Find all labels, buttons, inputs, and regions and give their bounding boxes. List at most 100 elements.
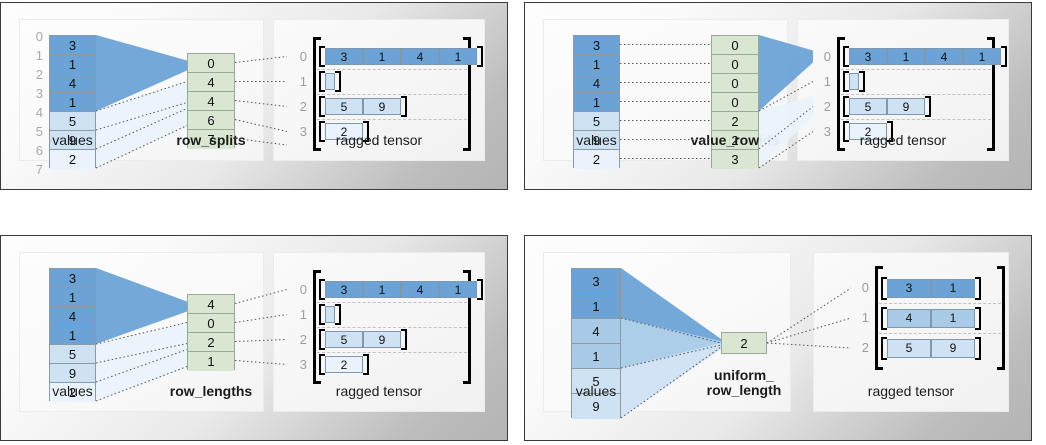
tensor-cell: 5 bbox=[849, 98, 887, 115]
value-index-label: 1 bbox=[35, 48, 43, 63]
tensor-row-separator bbox=[841, 69, 991, 70]
tensor-bracket-right bbox=[463, 270, 471, 384]
tensor-cell: 2 bbox=[325, 356, 363, 373]
right-card-value_rowids bbox=[797, 19, 1009, 161]
tensor-empty-cell bbox=[849, 73, 859, 90]
tensor-row-separator bbox=[317, 94, 467, 95]
tensor-bracket-right bbox=[463, 37, 471, 151]
tensor-row-label: 0 bbox=[861, 280, 869, 295]
tensor-cell: 9 bbox=[931, 338, 975, 358]
tensor-cell: 1 bbox=[931, 308, 975, 328]
tensor-cell: 1 bbox=[931, 278, 975, 298]
tensor-cell: 1 bbox=[363, 48, 401, 65]
tensor-cell: 1 bbox=[363, 281, 401, 298]
partition-cell: 0 bbox=[712, 93, 758, 112]
partition-cell: 0 bbox=[712, 55, 758, 74]
tensor-row-label: 3 bbox=[299, 356, 307, 372]
values-caption-value_rowids: values bbox=[576, 132, 617, 148]
tensor-row: 2 bbox=[843, 121, 893, 142]
tensor-row-bracket-left bbox=[843, 96, 849, 117]
tensor-cell: 2 bbox=[325, 123, 363, 140]
right-card-row_splits bbox=[273, 19, 485, 161]
partition-cell: 6 bbox=[188, 111, 234, 130]
tensor-row-separator bbox=[879, 333, 1001, 334]
tensor-row-separator bbox=[317, 327, 467, 328]
value-index-label: 0 bbox=[35, 29, 43, 44]
tensor-row-bracket-right bbox=[363, 354, 369, 375]
tensor-row: 2 bbox=[319, 354, 369, 375]
tensor-row-bracket-right bbox=[335, 71, 341, 92]
tensor-row-bracket-right bbox=[477, 279, 483, 300]
tensor-empty-cell bbox=[325, 306, 335, 323]
value-cell: 1 bbox=[50, 288, 95, 307]
tensor-row-label: 1 bbox=[299, 306, 307, 322]
tensor-row-separator bbox=[317, 119, 467, 120]
tensor-row-label: 2 bbox=[823, 98, 831, 114]
tensor-row-bracket-left bbox=[319, 71, 325, 92]
tensor-row-bracket-left bbox=[843, 121, 849, 142]
tensor-cell: 9 bbox=[887, 98, 925, 115]
tensor-row-bracket-left bbox=[319, 279, 325, 300]
tensor-cell: 5 bbox=[887, 338, 931, 358]
tensor-row-separator bbox=[317, 69, 467, 70]
tensor-row-bracket-left bbox=[319, 354, 325, 375]
tensor-cell: 1 bbox=[439, 48, 477, 65]
partition-cell: 4 bbox=[188, 295, 234, 314]
tensor-row-bracket-left bbox=[319, 96, 325, 117]
tensor-row-separator bbox=[317, 302, 467, 303]
partition-cell: 2 bbox=[712, 131, 758, 150]
tensor-row-label: 2 bbox=[861, 340, 869, 355]
tensor-caption-value_rowids: ragged tensor bbox=[859, 132, 947, 148]
value-cell: 5 bbox=[50, 112, 95, 131]
value-cell: 1 bbox=[574, 55, 619, 74]
value-cell: 4 bbox=[574, 74, 619, 93]
tensor-row-label: 0 bbox=[823, 48, 831, 64]
tensor-caption-uniform_row_length: ragged tensor bbox=[867, 383, 955, 399]
tensor-row-bracket-left bbox=[319, 46, 325, 67]
tensor-caption-row_lengths: ragged tensor bbox=[335, 383, 423, 399]
partition-box-uniform_row_length: 2 bbox=[721, 332, 767, 354]
tensor-row-bracket-right bbox=[925, 96, 931, 117]
value-index-label: 4 bbox=[35, 105, 43, 120]
tensor-cell: 1 bbox=[963, 48, 1001, 65]
tensor-row-label: 1 bbox=[299, 73, 307, 89]
value-cell: 2 bbox=[574, 150, 619, 169]
value-index-label: 6 bbox=[35, 143, 43, 158]
tensor-cell: 5 bbox=[325, 331, 363, 348]
value-cell: 9 bbox=[572, 394, 620, 419]
tensor-caption-row_splits: ragged tensor bbox=[335, 132, 423, 148]
value-cell: 1 bbox=[50, 326, 95, 345]
value-cell: 9 bbox=[574, 131, 619, 150]
values-caption-uniform_row_length: values bbox=[575, 383, 617, 399]
partition-cell: 0 bbox=[188, 54, 234, 73]
partition-cell: 0 bbox=[712, 74, 758, 93]
tensor-row-bracket-right bbox=[887, 121, 893, 142]
tensor-row-bracket-right bbox=[363, 121, 369, 142]
partition-caption-row_lengths: row_lengths bbox=[169, 383, 253, 399]
partition-cell: 2 bbox=[712, 112, 758, 131]
tensor-row bbox=[843, 71, 865, 92]
tensor-bracket-left bbox=[313, 270, 321, 384]
tensor-empty-cell bbox=[325, 73, 335, 90]
value-index-label: 5 bbox=[35, 124, 43, 139]
tensor-bracket-left bbox=[837, 37, 845, 151]
value-index-label: 2 bbox=[35, 67, 43, 82]
tensor-cell: 4 bbox=[401, 281, 439, 298]
value-cell: 5 bbox=[50, 345, 95, 364]
tensor-row-separator bbox=[841, 119, 991, 120]
value-cell: 3 bbox=[574, 36, 619, 55]
tensor-row-bracket-left bbox=[319, 121, 325, 142]
value-cell: 3 bbox=[572, 269, 620, 294]
tensor-cell: 5 bbox=[325, 98, 363, 115]
